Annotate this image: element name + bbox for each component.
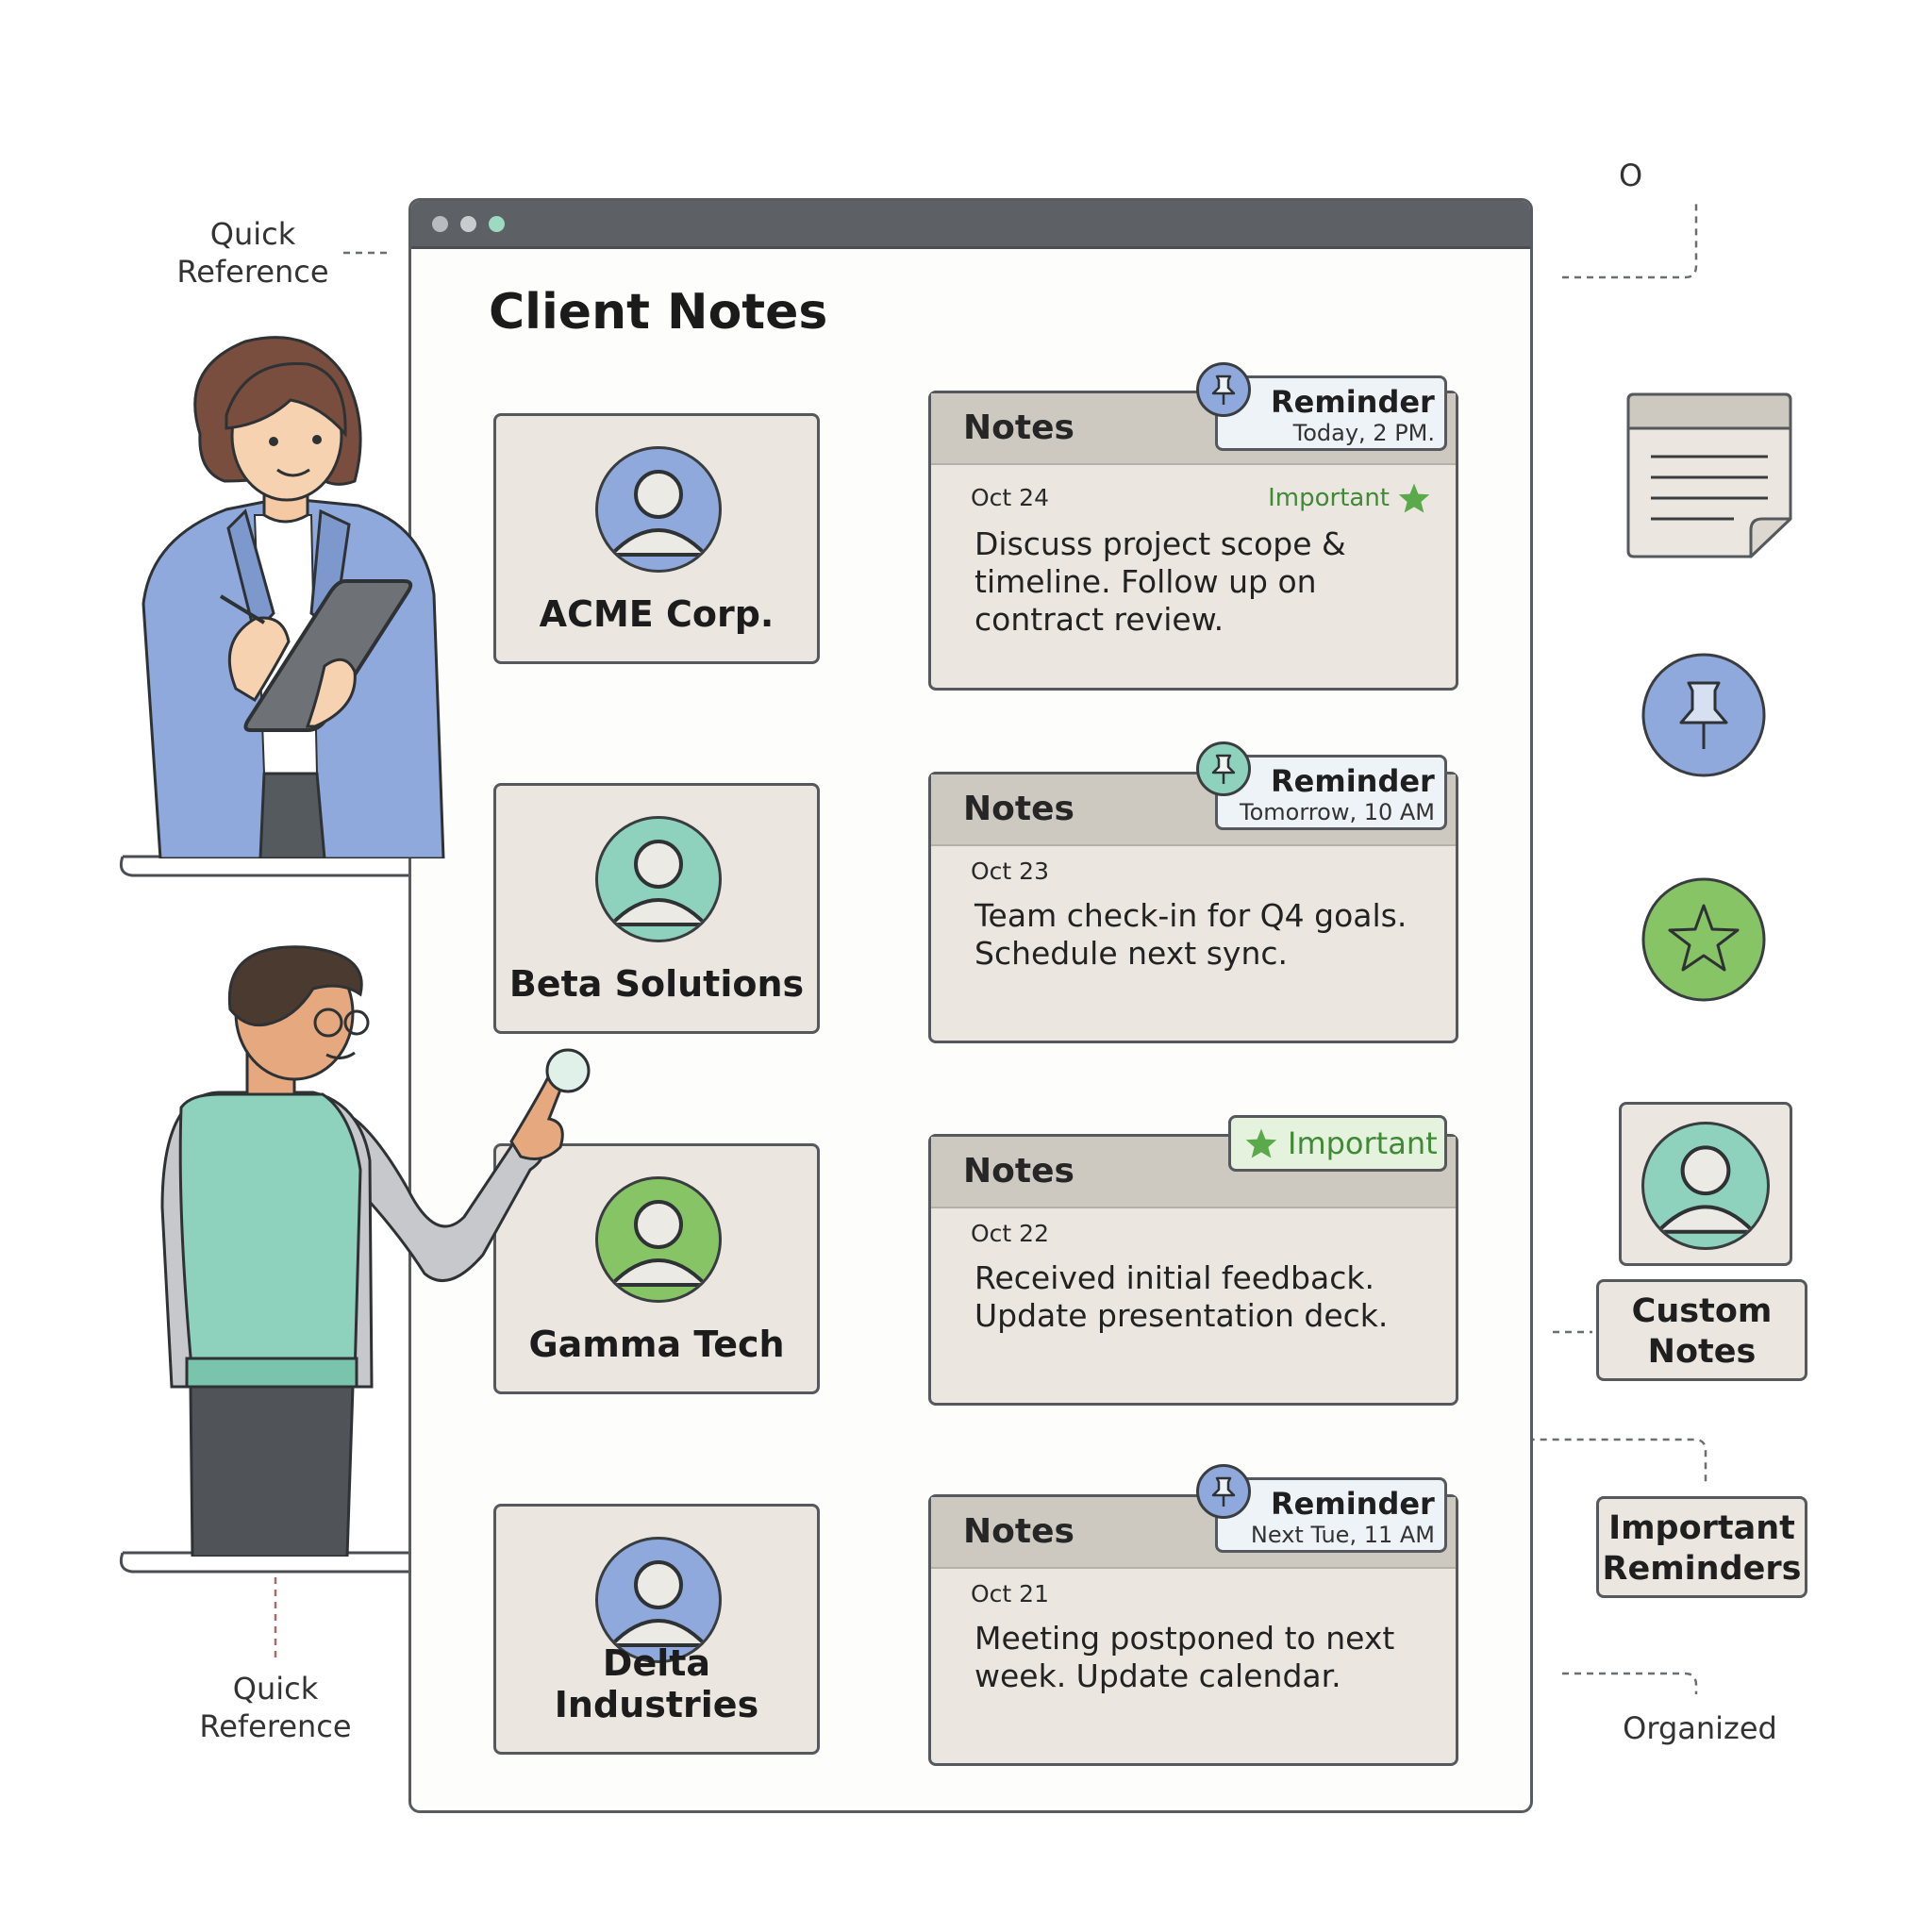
person-avatar-icon — [1641, 1122, 1770, 1250]
page-title: Client Notes — [489, 284, 828, 341]
window-dot-3[interactable] — [489, 216, 505, 232]
note-body: Meeting postponed to next week. Update c… — [974, 1620, 1395, 1694]
important-tag: Important — [1268, 482, 1431, 514]
star-icon[interactable] — [1640, 875, 1768, 1008]
person-avatar-icon — [595, 446, 722, 573]
organized-label-top: O — [1619, 158, 1643, 193]
note-header: Notes — [931, 774, 1456, 846]
important-label: Important — [1268, 484, 1390, 512]
note-date: Oct 21 — [971, 1580, 1049, 1607]
person-avatar-icon — [595, 1176, 722, 1303]
reminder-badge[interactable]: Reminder Next Tue, 11 AM — [1215, 1477, 1447, 1553]
note-card-acme[interactable]: Notes Oct 24 Important Discuss project s… — [928, 391, 1458, 691]
person-avatar-icon — [595, 1537, 722, 1663]
reminder-time: Next Tue, 11 AM — [1250, 1522, 1435, 1548]
organized-label: Organized — [1623, 1710, 1777, 1746]
reminder-time: Today, 2 PM. — [1292, 420, 1435, 446]
client-card-beta[interactable]: Beta Solutions — [493, 783, 820, 1034]
quick-reference-label: Quick Reference — [199, 1671, 352, 1744]
pin-icon — [1196, 741, 1251, 796]
note-date: Oct 22 — [971, 1220, 1049, 1247]
note-header: Notes — [931, 1137, 1456, 1208]
star-icon — [1245, 1128, 1277, 1158]
window-dot-2[interactable] — [460, 216, 476, 232]
client-name: Beta Solutions — [508, 963, 805, 1005]
pin-icon — [1196, 362, 1251, 417]
reminder-title: Reminder — [1271, 763, 1435, 799]
note-body: Received initial feedback. Update presen… — [974, 1259, 1389, 1334]
client-card-gamma[interactable]: Gamma Tech — [493, 1143, 820, 1394]
reminder-title: Reminder — [1271, 1486, 1435, 1522]
woman-with-tablet-illustration — [123, 330, 519, 862]
note-date: Oct 24 — [971, 484, 1049, 511]
client-card-delta[interactable]: Delta Industries — [493, 1504, 820, 1755]
quick-reference-label: Quick Reference — [176, 216, 329, 290]
star-icon — [1398, 483, 1430, 513]
note-card-gamma[interactable]: Notes Oct 22 Received initial feedback. … — [928, 1134, 1458, 1406]
window-dot-1[interactable] — [432, 216, 448, 232]
note-body: Discuss project scope & timeline. Follow… — [974, 525, 1346, 638]
note-header-label: Notes — [963, 790, 1074, 828]
note-header-label: Notes — [963, 408, 1074, 447]
reminder-badge[interactable]: Reminder Today, 2 PM. — [1215, 375, 1447, 451]
note-date: Oct 23 — [971, 858, 1049, 885]
sticky-note-icon — [1623, 391, 1796, 566]
client-name: Gamma Tech — [528, 1324, 785, 1365]
client-name: ACME Corp. — [539, 593, 774, 635]
pin-icon — [1196, 1464, 1251, 1519]
client-name: Delta Industries — [554, 1642, 759, 1725]
pin-icon[interactable] — [1640, 651, 1768, 783]
window-title-bar — [411, 201, 1530, 249]
note-header-label: Notes — [963, 1152, 1074, 1191]
important-badge-label: Important — [1288, 1125, 1438, 1161]
note-body: Team check-in for Q4 goals. Schedule nex… — [974, 897, 1407, 972]
reminder-badge[interactable]: Reminder Tomorrow, 10 AM — [1215, 755, 1447, 830]
custom-notes-label: Custom Notes — [1596, 1279, 1807, 1381]
custom-notes-avatar[interactable] — [1619, 1102, 1792, 1266]
reminder-time: Tomorrow, 10 AM — [1240, 799, 1435, 825]
important-badge[interactable]: Important — [1228, 1115, 1447, 1172]
note-header-label: Notes — [963, 1512, 1074, 1551]
important-reminders-label: Important Reminders — [1596, 1496, 1807, 1598]
reminder-title: Reminder — [1271, 384, 1435, 420]
person-avatar-icon — [595, 816, 722, 942]
man-pointing-illustration — [125, 934, 615, 1560]
client-card-acme[interactable]: ACME Corp. — [493, 413, 820, 664]
